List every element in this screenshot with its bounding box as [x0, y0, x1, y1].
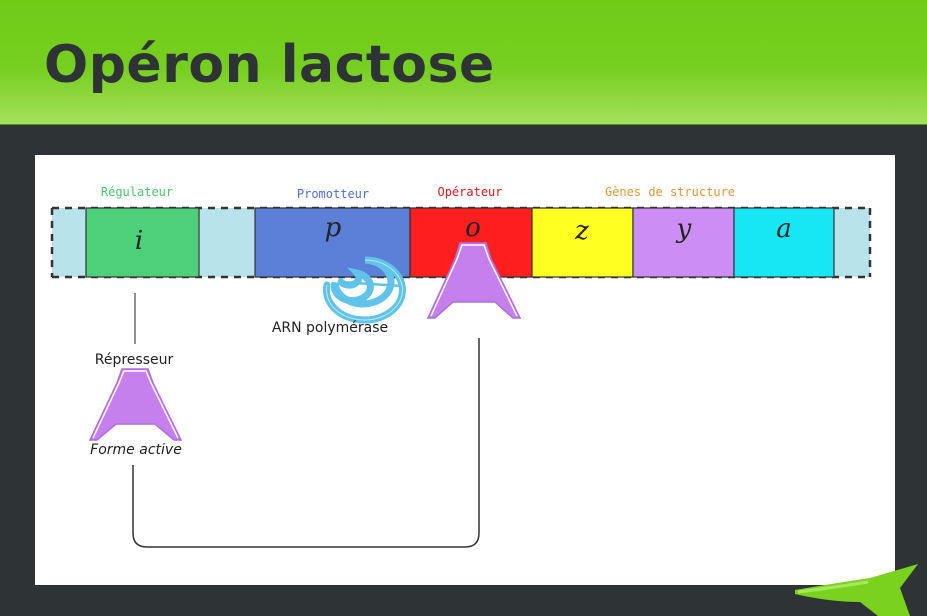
gene-letter-y: y	[676, 214, 692, 244]
active-form-label: Forme active	[90, 442, 182, 458]
label-operateur: Opérateur	[437, 185, 502, 199]
label-genes-structure: Gènes de structure	[605, 185, 735, 199]
gene-letter-p: p	[325, 213, 342, 243]
repressor-label: Répresseur	[95, 352, 174, 368]
gene-box-z	[531, 207, 634, 278]
lac-operon-diagram: Régulateur Promotteur Opérateur Gènes de…	[50, 185, 872, 548]
diagram-panel: Régulateur Promotteur Opérateur Gènes de…	[35, 155, 895, 585]
gene-box-y	[632, 207, 735, 278]
gene-box-a	[733, 207, 835, 278]
gene-letter-a: a	[776, 214, 792, 244]
gene-box-i	[85, 207, 200, 278]
gene-letter-i: i	[135, 226, 143, 256]
slide-title: Opéron lactose	[44, 35, 495, 95]
polymerase-label: ARN polymérase	[272, 320, 388, 336]
polymerase-spiral-icon	[322, 256, 406, 324]
repressor-on-operator-icon	[426, 242, 522, 319]
repressor-active-form-icon	[88, 368, 183, 441]
gene-letter-o: o	[465, 213, 481, 243]
label-promotteur: Promotteur	[297, 187, 369, 201]
feedback-bracket	[132, 338, 480, 548]
corner-leaf-icon	[795, 564, 918, 616]
gene-letter-z: z	[574, 216, 589, 246]
slide-header: Opéron lactose	[0, 0, 927, 125]
label-regulateur: Régulateur	[101, 185, 173, 199]
